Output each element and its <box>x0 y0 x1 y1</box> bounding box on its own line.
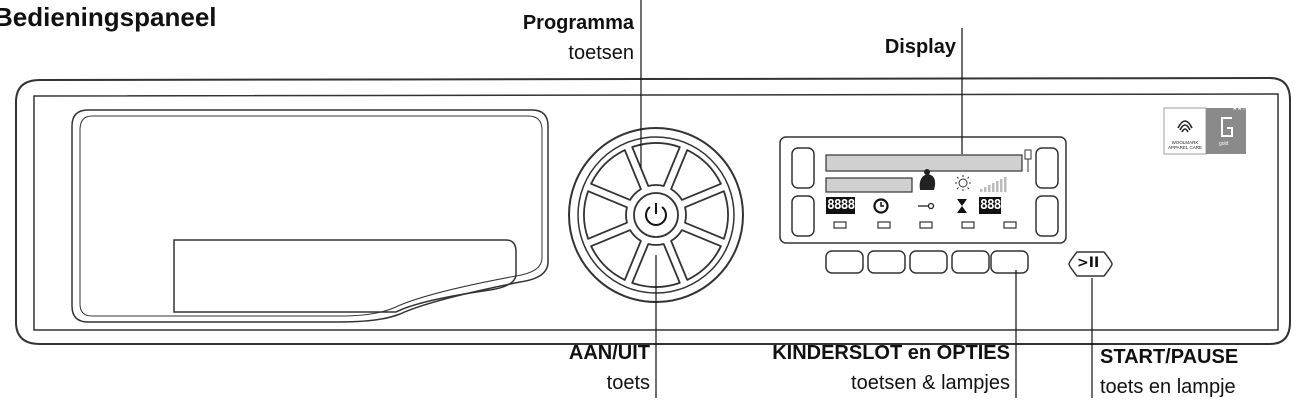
gold-logo-box <box>1206 108 1246 154</box>
signal-bar <box>988 185 991 192</box>
display-left-key-bottom <box>791 195 815 237</box>
panel-outline <box>15 76 1291 345</box>
label-start-pause-sub: toets en lampje <box>1100 376 1236 398</box>
woolmark-icon <box>1177 120 1193 133</box>
option-key-5[interactable] <box>990 250 1029 274</box>
option-key-2[interactable] <box>867 250 906 274</box>
option-key-1[interactable] <box>825 250 864 274</box>
option-led-3 <box>919 221 933 229</box>
display-time-digits: 8888 <box>826 197 855 214</box>
display-delay-digits: 888 <box>979 197 1002 214</box>
drawer-inner-outline <box>79 115 543 317</box>
start-pause-symbol: >II <box>1077 255 1100 271</box>
label-aan-uit: AAN/UIT <box>568 342 650 364</box>
signal-bar <box>996 181 999 192</box>
signal-bar <box>980 189 983 192</box>
option-key-4[interactable] <box>951 250 990 274</box>
power-button[interactable] <box>634 193 678 237</box>
display-frame <box>779 136 1067 244</box>
label-aan-uit-sub: toets <box>606 372 650 394</box>
page-title: Bedieningspaneel <box>0 2 217 32</box>
gold-text: gold <box>1219 141 1229 147</box>
signal-bar <box>1004 177 1007 192</box>
label-kinderslot-sub: toetsen & lampjes <box>851 372 1010 394</box>
display-right-key-top <box>1035 147 1059 189</box>
program-key-3[interactable] <box>670 229 722 281</box>
stain-icon <box>919 169 936 190</box>
option-led-4 <box>961 221 975 229</box>
hourglass-icon <box>957 199 967 213</box>
woolmark-text: WOOLMARK APPAREL CARE <box>1167 140 1202 150</box>
clock-icon <box>873 198 889 214</box>
start-pause-button[interactable] <box>1069 252 1112 276</box>
signal-bars-icon <box>980 177 1007 192</box>
display-left-key-top <box>791 147 815 189</box>
option-led-2 <box>877 221 891 229</box>
program-key-5[interactable] <box>590 229 642 281</box>
label-display: Display <box>884 36 956 58</box>
display-thermometer <box>1024 149 1032 160</box>
program-key-4[interactable] <box>631 243 681 288</box>
gold-logo-icon <box>1221 117 1233 137</box>
label-start-pause: START/PAUSE <box>1100 346 1239 368</box>
display-text-bar <box>825 154 1023 172</box>
label-programma: Programma <box>522 12 634 34</box>
program-key-8[interactable] <box>631 142 681 187</box>
option-led-5 <box>1003 221 1017 229</box>
program-key-6[interactable] <box>583 190 628 240</box>
option-key-3[interactable] <box>909 250 948 274</box>
power-icon <box>645 203 667 226</box>
program-key-7[interactable] <box>590 149 642 201</box>
signal-bar <box>984 187 987 192</box>
label-kinderslot: KINDERSLOT en OPTIES <box>772 342 1010 364</box>
label-programma-sub: toetsen <box>568 42 634 64</box>
signal-bar <box>992 183 995 192</box>
key-icon <box>918 202 935 210</box>
panel-inner-outline <box>33 93 1279 331</box>
display-right-key-bottom <box>1035 195 1059 237</box>
power-button-ring <box>633 192 679 238</box>
gold-stars: ★★☆ <box>1232 106 1247 112</box>
drawer-outline <box>71 109 549 323</box>
woolmark-logo-box <box>1163 107 1207 155</box>
sun-icon <box>955 175 971 191</box>
signal-bar <box>1000 179 1003 192</box>
drawer-handle <box>173 239 517 313</box>
leader-lines <box>640 0 1093 398</box>
display-progress-bar <box>825 177 913 193</box>
start-pause-key <box>1068 251 1113 277</box>
program-key-1[interactable] <box>670 149 722 201</box>
option-led-1 <box>833 221 847 229</box>
program-key-2[interactable] <box>684 190 729 240</box>
